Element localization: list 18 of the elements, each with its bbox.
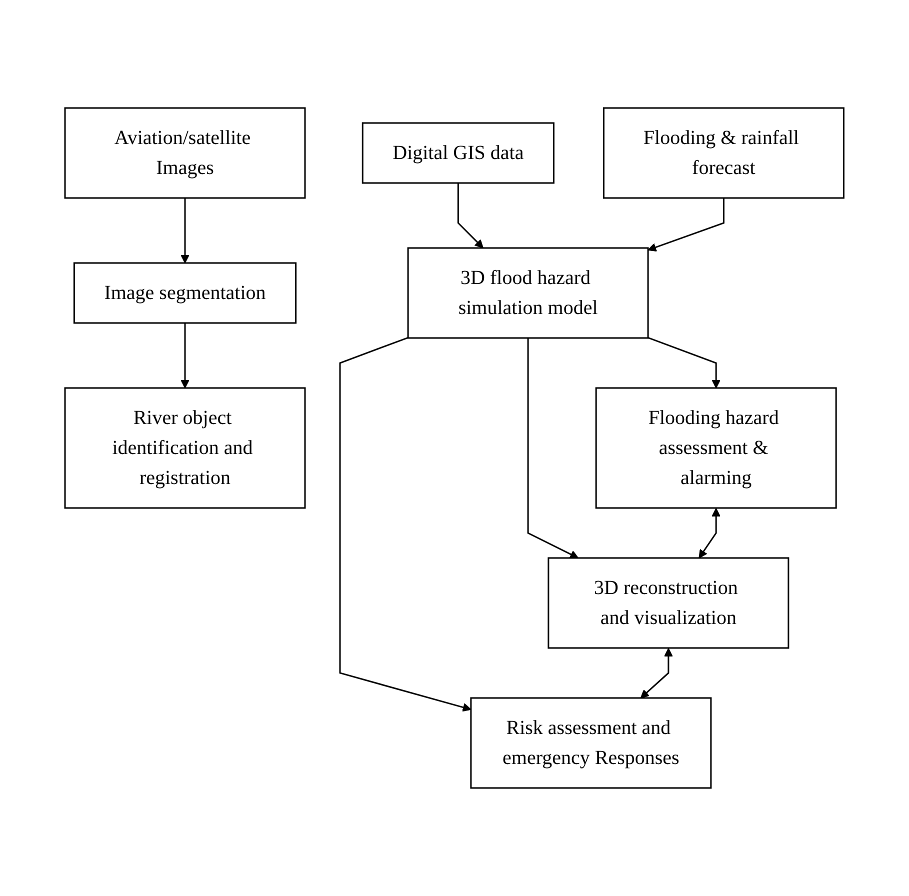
arrow <box>698 508 721 558</box>
node-box: Flooding & rainfall forecast <box>603 107 845 199</box>
arrow <box>339 336 472 712</box>
arrow <box>180 198 190 264</box>
arrow <box>640 648 673 698</box>
node-box: 3D flood hazard simulation model <box>407 247 649 339</box>
arrow <box>180 323 190 388</box>
node-box: River object identification and registration <box>64 387 306 509</box>
node-box: Image segmentation <box>74 262 297 324</box>
arrow <box>458 183 484 248</box>
node-box: Risk assessment and emergency Responses <box>470 697 712 789</box>
node-box: Digital GIS data <box>362 122 555 184</box>
arrow <box>648 198 725 252</box>
node-box: 3D reconstruction and visualization <box>548 557 790 649</box>
node-box: Aviation/satellite Images <box>64 107 306 199</box>
node-box: Flooding hazard assessment & alarming <box>595 387 837 509</box>
arrow <box>648 336 721 388</box>
arrow <box>527 338 579 558</box>
